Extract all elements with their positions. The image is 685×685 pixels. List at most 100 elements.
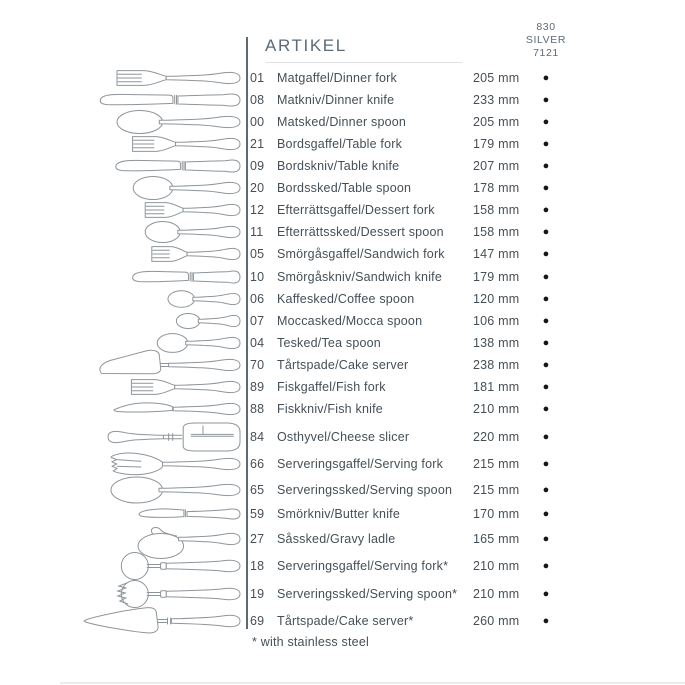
sandwich-knife-icon xyxy=(132,270,241,284)
article-name: Smörgåskniv/Sandwich knife xyxy=(277,270,442,284)
article-length: 207 mm xyxy=(473,159,520,173)
article-length: 158 mm xyxy=(473,203,520,217)
availability-dot: ● xyxy=(542,588,550,600)
article-name: Moccasked/Mocca spoon xyxy=(277,314,423,328)
article-name: Tesked/Tea spoon xyxy=(277,336,381,350)
article-code: 69 xyxy=(250,614,265,628)
article-code: 88 xyxy=(250,402,265,416)
page-title: ARTIKEL xyxy=(265,36,347,55)
availability-dot: ● xyxy=(542,293,550,305)
article-name: Matsked/Dinner spoon xyxy=(277,115,407,129)
article-name: Bordskniv/Table knife xyxy=(277,159,400,173)
article-length: 238 mm xyxy=(473,358,520,372)
article-length: 210 mm xyxy=(473,587,520,601)
article-code: 10 xyxy=(250,270,265,284)
article-name: Matgaffel/Dinner fork xyxy=(277,71,397,85)
article-code: 09 xyxy=(250,159,265,173)
coffee-spoon-icon xyxy=(167,290,241,308)
article-length: 158 mm xyxy=(473,225,520,239)
article-code: 21 xyxy=(250,137,265,151)
article-code: 59 xyxy=(250,507,265,521)
article-name: Efterrättsgaffel/Dessert fork xyxy=(277,203,435,217)
availability-dot: ● xyxy=(542,615,550,627)
dessert-spoon-icon xyxy=(144,221,241,243)
article-name: Tårtspade/Cake server* xyxy=(277,614,414,628)
article-length: 215 mm xyxy=(473,483,520,497)
article-length: 220 mm xyxy=(473,430,520,444)
article-length: 138 mm xyxy=(473,336,520,350)
availability-dot: ● xyxy=(542,72,550,84)
article-length: 181 mm xyxy=(473,380,520,394)
article-code: 89 xyxy=(250,380,265,394)
tea-spoon-icon xyxy=(156,333,241,353)
title-underline xyxy=(266,62,462,63)
fish-knife-icon xyxy=(113,402,241,416)
article-length: 205 mm xyxy=(473,71,520,85)
article-code: 07 xyxy=(250,314,265,328)
article-code: 70 xyxy=(250,358,265,372)
article-code: 11 xyxy=(250,225,264,239)
article-length: 179 mm xyxy=(473,137,520,151)
availability-dot: ● xyxy=(542,431,550,443)
silver-header-line1: 830 xyxy=(536,21,556,33)
article-code: 12 xyxy=(250,203,265,217)
article-code: 20 xyxy=(250,181,265,195)
article-length: 106 mm xyxy=(473,314,520,328)
silver-header-line2: SILVER xyxy=(525,34,567,46)
article-code: 19 xyxy=(250,587,265,601)
article-code: 65 xyxy=(250,483,265,497)
article-code: 18 xyxy=(250,559,265,573)
article-length: 233 mm xyxy=(473,93,520,107)
gravy-ladle-icon xyxy=(137,526,241,559)
article-code: 66 xyxy=(250,457,265,471)
article-length: 178 mm xyxy=(473,181,520,195)
availability-dot: ● xyxy=(542,182,550,194)
article-name: Serveringssked/Serving spoon xyxy=(277,483,453,497)
availability-dot: ● xyxy=(542,248,550,260)
article-length: 215 mm xyxy=(473,457,520,471)
article-name: Kaffesked/Coffee spoon xyxy=(277,292,415,306)
availability-dot: ● xyxy=(542,359,550,371)
article-name: Smörkniv/Butter knife xyxy=(277,507,400,521)
article-name: Serveringssked/Serving spoon* xyxy=(277,587,458,601)
article-length: 210 mm xyxy=(473,559,520,573)
availability-dot: ● xyxy=(542,315,550,327)
sandwich-fork-icon xyxy=(151,246,241,262)
article-name: Bordsgaffel/Table fork xyxy=(277,137,403,151)
dessert-fork-icon xyxy=(144,202,241,218)
cheese-slicer-icon xyxy=(107,422,241,452)
cake-server-steel-icon xyxy=(83,607,241,634)
availability-dot: ● xyxy=(542,560,550,572)
article-length: 120 mm xyxy=(473,292,520,306)
article-name: Smörgåsgaffel/Sandwich fork xyxy=(277,247,445,261)
article-code: 27 xyxy=(250,532,265,546)
table-left-border xyxy=(246,37,248,629)
article-name: Efterrättssked/Dessert spoon xyxy=(277,225,444,239)
article-code: 05 xyxy=(250,247,265,261)
article-length: 165 mm xyxy=(473,532,520,546)
mocca-spoon-icon xyxy=(175,313,241,329)
availability-dot: ● xyxy=(542,160,550,172)
table-row: 07 Moccasked/Mocca spoon 106 mm ● xyxy=(250,312,680,330)
round-serving-spoon-icon xyxy=(120,552,241,580)
dinner-knife-icon xyxy=(99,93,241,107)
round-serving-fork-icon xyxy=(116,580,241,608)
availability-dot: ● xyxy=(542,508,550,520)
